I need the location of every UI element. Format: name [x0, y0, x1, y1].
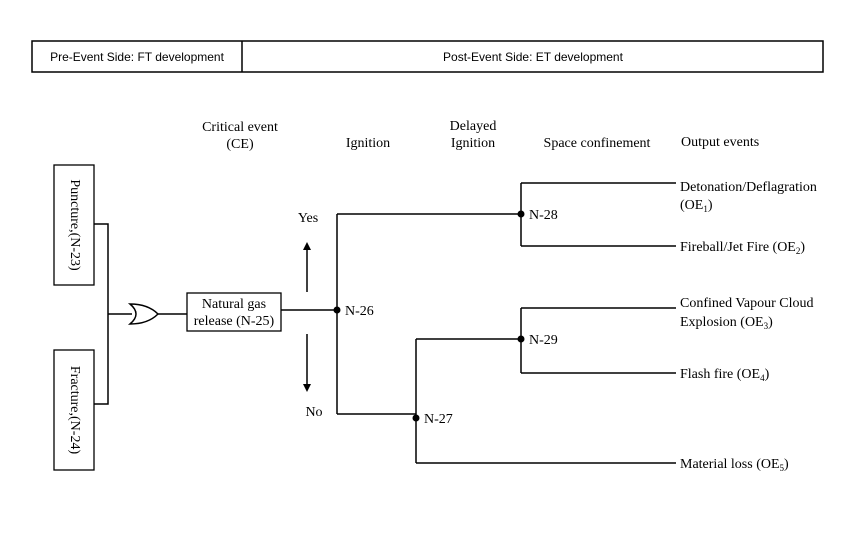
oe3-line1: Confined Vapour Cloud: [680, 296, 814, 311]
critical-event-line1: Natural gas: [202, 297, 266, 312]
oe1-line2: (OE1): [680, 198, 713, 214]
ignition-heading: Ignition: [346, 136, 390, 151]
yes-label: Yes: [298, 211, 318, 226]
or-gate-icon: [127, 303, 187, 325]
column-headings: Critical event (CE) Ignition Delayed Ign…: [192, 116, 759, 154]
node-n29-label: N-29: [529, 333, 558, 348]
space-confinement-heading: Space confinement: [544, 136, 651, 151]
fault-tree-connectors: [94, 223, 132, 405]
header-frame: [31, 40, 824, 73]
node-n28-dot: [517, 210, 525, 218]
event-tree-branches: [281, 182, 676, 464]
critical-event-line2: release (N-25): [194, 314, 275, 329]
critical-event-node: Natural gas release (N-25): [186, 292, 282, 332]
output-events-heading: Output events: [681, 135, 759, 150]
oe1-line1: Detonation/Deflagration: [680, 180, 817, 195]
header-bar: Pre-Event Side: FT development Post-Even…: [31, 40, 824, 73]
critical-event-heading-line2: (CE): [226, 137, 254, 152]
node-n27-label: N-27: [424, 412, 453, 427]
pre-event-label: Pre-Event Side: FT development: [50, 50, 225, 64]
critical-event-heading-bg: [192, 116, 288, 154]
post-event-label: Post-Event Side: ET development: [443, 50, 624, 64]
node-n26-label: N-26: [345, 304, 374, 319]
basic-event-connector: [94, 223, 109, 405]
delayed-ignition-heading-line1: Delayed: [450, 119, 497, 134]
yes-label-bg: [290, 206, 322, 228]
yes-no-indicator: Yes No: [228, 206, 328, 424]
critical-event-heading-line1: Critical event: [202, 120, 278, 135]
node-n28-label: N-28: [529, 208, 558, 223]
no-label: No: [305, 405, 322, 420]
oe5-label: Material loss (OE5): [680, 457, 789, 473]
oe3-line2: Explosion (OE3): [680, 315, 773, 331]
oe2-label: Fireball/Jet Fire (OE2): [680, 240, 805, 256]
oe4-label: Flash fire (OE4): [680, 367, 770, 383]
fracture-label: Fracture,(N-24): [67, 366, 82, 455]
no-label-bg: [228, 402, 328, 424]
puncture-label: Puncture,(N-23): [67, 179, 82, 271]
tree-nodes: N-26 N-27 N-28 N-29: [333, 208, 558, 427]
critical-event-box: [186, 292, 282, 332]
node-n29-dot: [517, 335, 525, 343]
basic-event-puncture: Puncture,(N-23): [53, 164, 95, 286]
delayed-ignition-heading-line2: Ignition: [451, 136, 495, 151]
node-n27-dot: [412, 414, 420, 422]
puncture-box: [53, 164, 95, 286]
basic-event-fracture: Fracture,(N-24): [53, 349, 95, 471]
node-n26-dot: [333, 306, 341, 314]
output-events: Detonation/Deflagration (OE1) Fireball/J…: [680, 180, 817, 473]
fracture-box: [53, 349, 95, 471]
